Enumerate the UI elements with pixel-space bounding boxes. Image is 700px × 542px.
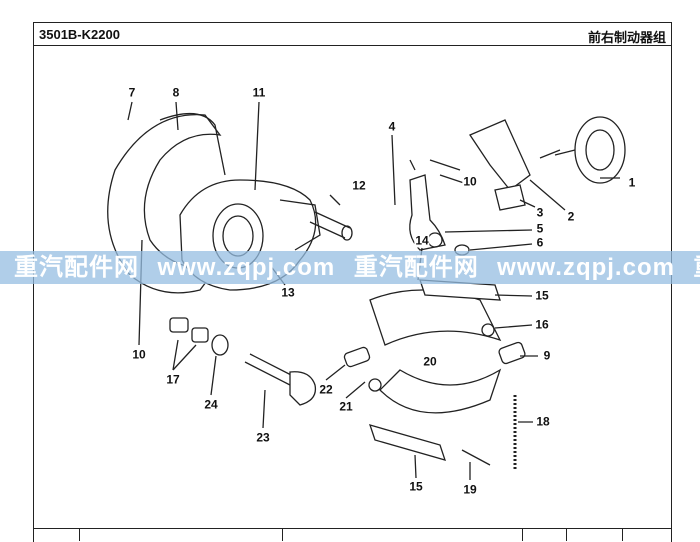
callout-2: 2 xyxy=(566,209,576,224)
callout-4: 4 xyxy=(387,119,397,134)
callout-15-upper: 15 xyxy=(534,288,550,303)
callout-21: 21 xyxy=(338,399,354,414)
chamber-bracket xyxy=(469,119,531,191)
watermark-text: 重 xyxy=(693,251,700,284)
callout-23: 23 xyxy=(255,430,271,445)
brake-chamber xyxy=(574,116,626,184)
callout-22: 22 xyxy=(318,382,334,397)
callout-24: 24 xyxy=(203,397,219,412)
callout-6: 6 xyxy=(535,235,545,250)
callout-17: 17 xyxy=(165,372,181,387)
brake-shoe-lower xyxy=(379,368,502,414)
callout-9: 9 xyxy=(542,348,552,363)
dust-shield xyxy=(107,113,222,294)
parts-table-row xyxy=(33,528,672,541)
callout-14: 14 xyxy=(414,233,430,248)
callout-10-lower: 10 xyxy=(131,347,147,362)
callout-8: 8 xyxy=(171,85,181,100)
callout-16: 16 xyxy=(534,317,550,332)
table-divider xyxy=(566,529,567,541)
slack-adjuster xyxy=(409,174,446,251)
callout-7: 7 xyxy=(127,85,137,100)
callout-18: 18 xyxy=(535,414,551,429)
callout-20: 20 xyxy=(422,354,438,369)
callout-5: 5 xyxy=(535,221,545,236)
camshaft xyxy=(244,353,296,386)
part-group-title: 前右制动器组 xyxy=(587,30,666,45)
callout-19: 19 xyxy=(462,482,478,497)
header-bar: 3501B-K2200 前右制动器组 xyxy=(33,22,672,46)
brake-shoe-upper xyxy=(369,289,502,346)
watermark-url: www.zqpj.com xyxy=(157,254,336,281)
watermark-band: 重汽配件网 www.zqpj.com 重汽配件网 www.zqpj.com 重 xyxy=(0,251,700,284)
watermark-text: 重汽配件网 xyxy=(353,254,479,281)
table-divider xyxy=(79,529,80,541)
watermark-text: 重汽配件网 xyxy=(14,254,139,281)
watermark-url: www.zqpj.com xyxy=(497,254,675,281)
callout-15-lower: 15 xyxy=(408,479,424,494)
callout-1: 1 xyxy=(627,175,637,190)
table-divider xyxy=(522,529,523,541)
part-group-code: 3501B-K2200 xyxy=(39,27,120,42)
callout-12: 12 xyxy=(351,178,367,193)
table-divider xyxy=(622,529,623,541)
table-divider xyxy=(282,529,283,541)
callout-10-upper: 10 xyxy=(462,174,478,189)
callout-13: 13 xyxy=(280,285,296,300)
callout-3: 3 xyxy=(535,205,545,220)
callout-11: 11 xyxy=(251,85,267,100)
